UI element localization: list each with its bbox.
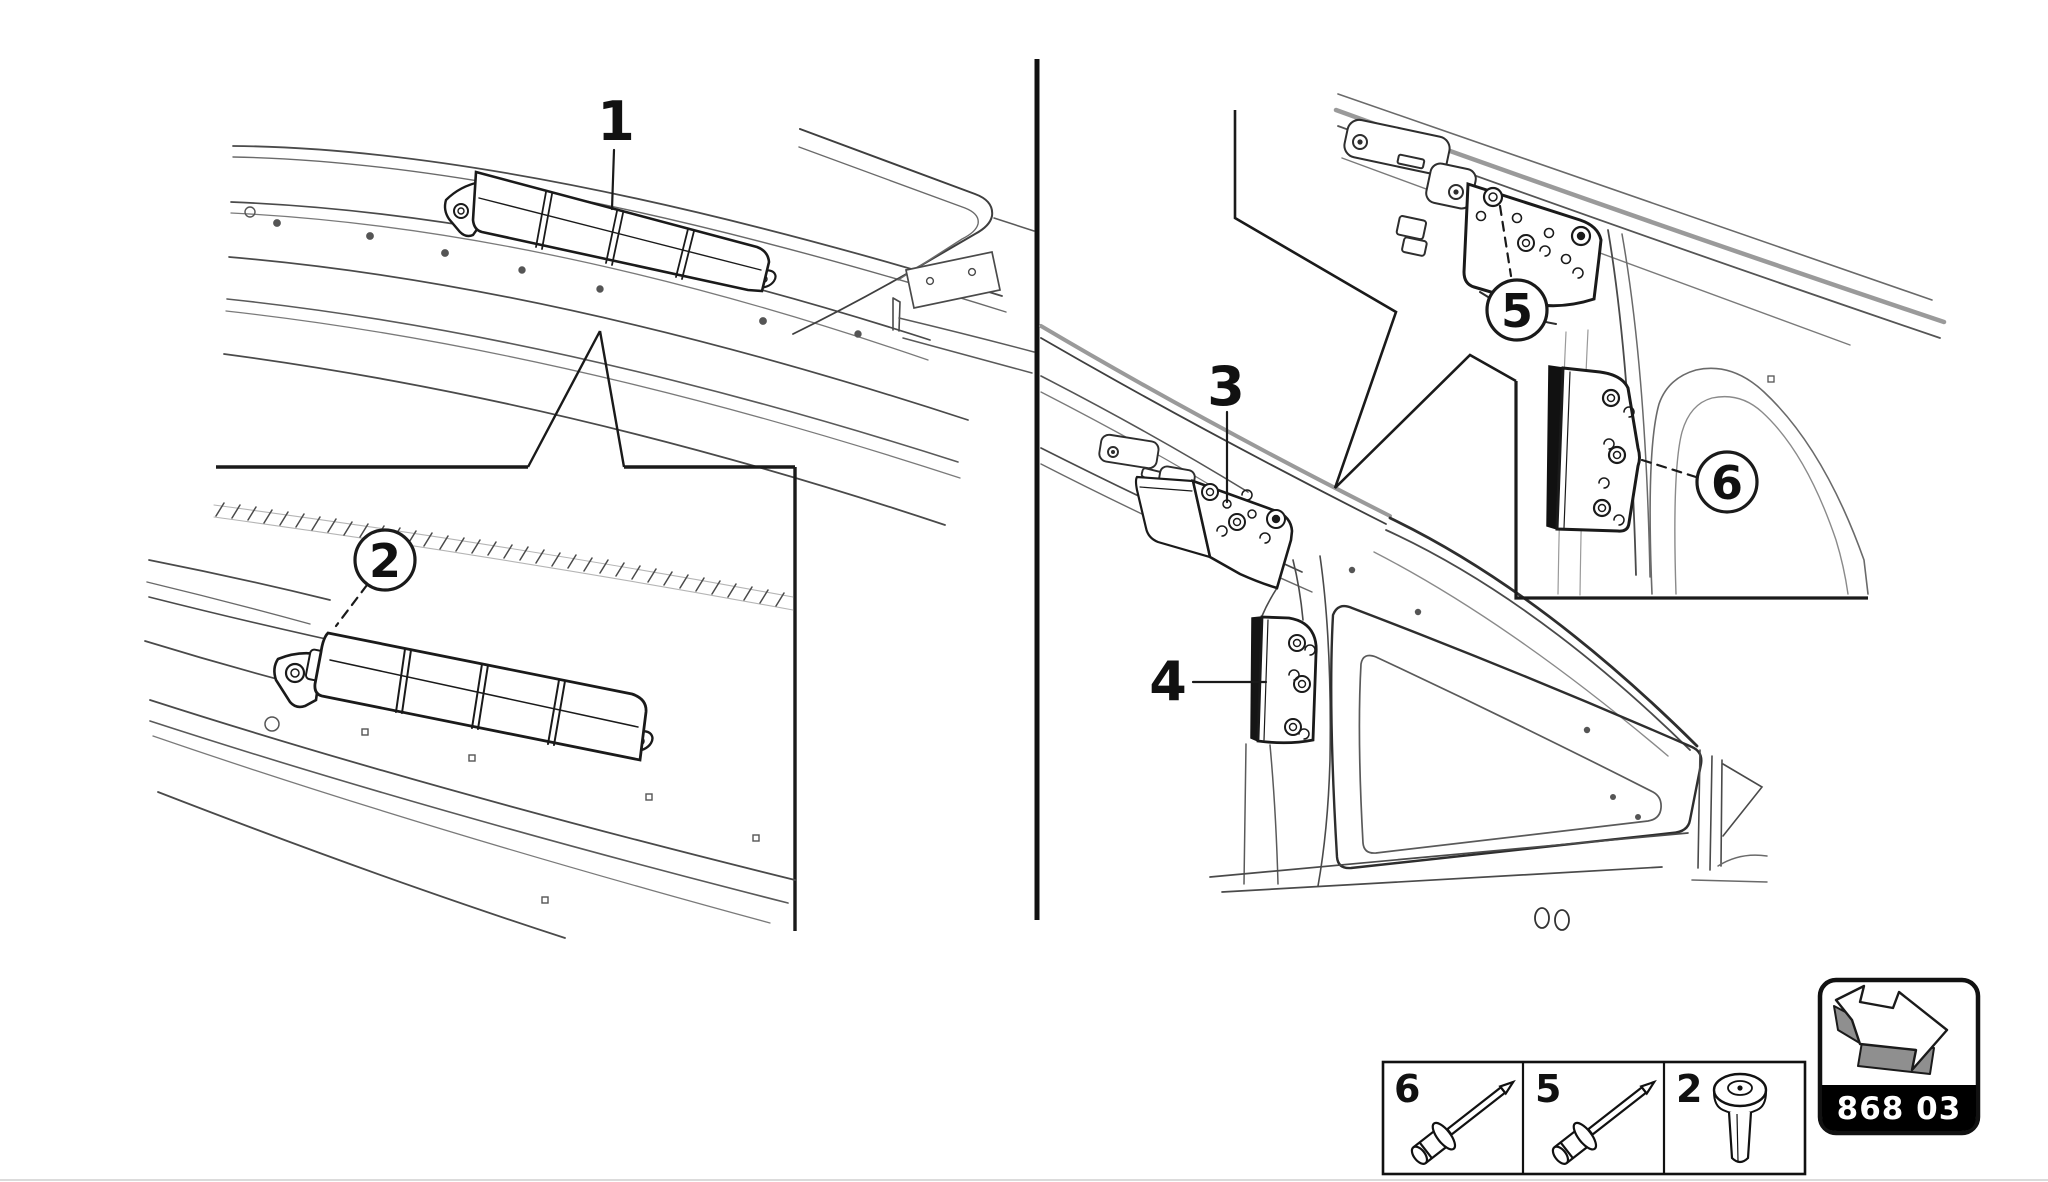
callout-label-5[interactable]: 5 xyxy=(1501,284,1533,338)
badge-code-text: 868 03 xyxy=(1837,1091,1962,1127)
screw-icon xyxy=(1712,1072,1768,1164)
legend-cell-2: 2 xyxy=(1676,1067,1768,1164)
right-detail-callout-frame xyxy=(1233,110,1868,600)
part-1-trim-strip xyxy=(443,170,777,293)
badge-code-band xyxy=(1822,1085,1976,1131)
legend-ref-6: 6 xyxy=(1394,1067,1420,1111)
leader-line-2 xyxy=(334,583,369,628)
callout-label-4[interactable]: 4 xyxy=(1149,650,1187,713)
part-3-bracket xyxy=(1134,475,1294,590)
legend-cell-6: 6 xyxy=(1394,1067,1525,1173)
callout-label-3[interactable]: 3 xyxy=(1207,355,1245,418)
part-4-bracket xyxy=(1250,615,1318,745)
hatch-marks xyxy=(215,502,785,607)
callout-label-6[interactable]: 6 xyxy=(1711,456,1743,510)
left-main-view: 1 xyxy=(223,90,1035,526)
part-2-trim-strip xyxy=(273,631,654,762)
right-main-view: 3 4 xyxy=(1039,324,1768,931)
part-5-bracket xyxy=(1462,181,1603,325)
part-6-bracket xyxy=(1546,365,1641,533)
page-group-badge: 868 03 xyxy=(1817,977,1981,1136)
callout-label-1[interactable]: 1 xyxy=(597,90,635,153)
left-detail-callout-frame xyxy=(216,330,797,931)
legend-ref-5: 5 xyxy=(1535,1067,1561,1111)
legend-ref-2: 2 xyxy=(1676,1067,1702,1111)
callout-circle-5[interactable] xyxy=(1485,278,1549,342)
direction-arrow-icon xyxy=(1833,984,1949,1075)
zoom-funnel-left xyxy=(526,330,626,468)
zoom-funnel-right xyxy=(1233,110,1517,489)
leader-line-1 xyxy=(610,148,616,211)
left-detail-view: 2 xyxy=(144,502,796,939)
callout-circle-6[interactable] xyxy=(1695,450,1759,514)
callout-circle-2[interactable] xyxy=(353,528,417,592)
leader-line-5 xyxy=(1498,204,1513,278)
callout-label-2[interactable]: 2 xyxy=(369,534,401,588)
detail-box-border-right xyxy=(1514,381,1868,600)
fastener-legend-table: 6 5 2 xyxy=(1381,1060,1807,1176)
leader-line-6 xyxy=(1640,458,1698,479)
legend-cell-5: 5 xyxy=(1535,1067,1666,1173)
right-detail-view: 5 6 xyxy=(1333,93,1947,596)
detail-box-border-left xyxy=(216,465,797,931)
